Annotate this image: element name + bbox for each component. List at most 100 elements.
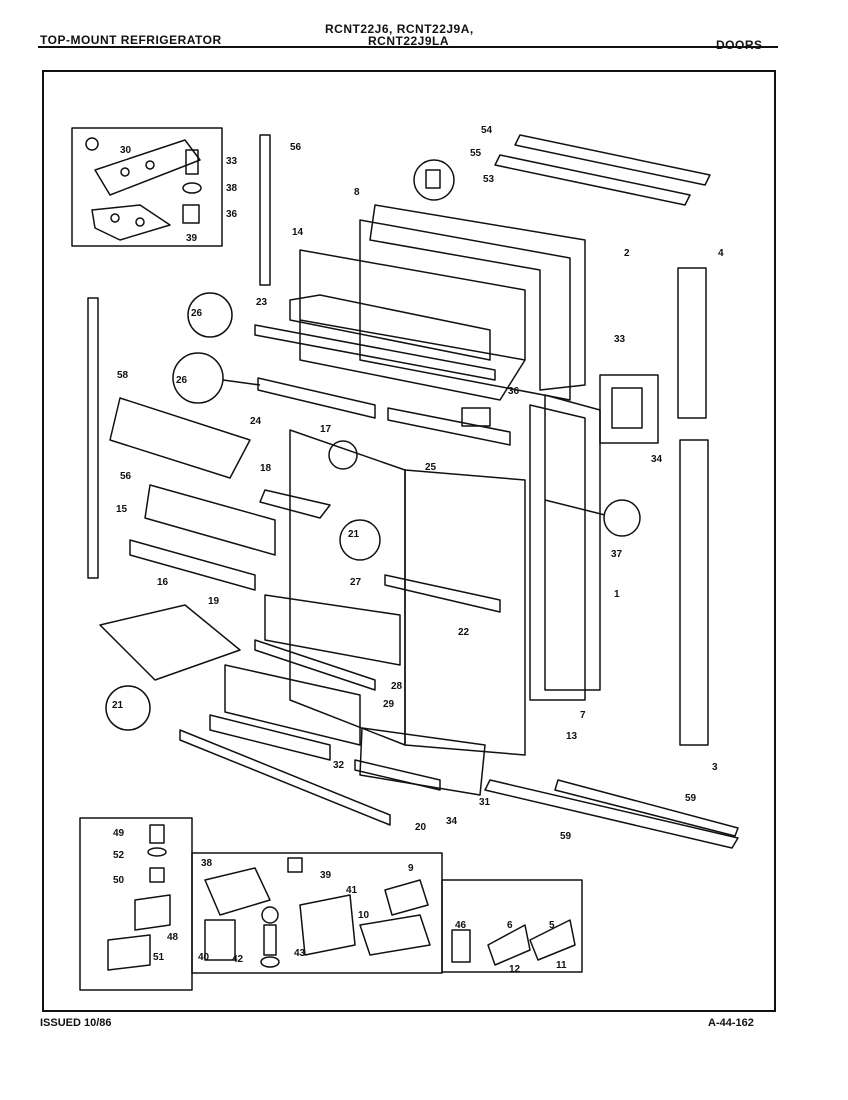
part-39 <box>182 204 200 224</box>
callout-label: 16 <box>157 577 169 588</box>
callout-labels: 30 33 38 36 39 56 54 55 53 8 14 2 4 23 2… <box>112 125 724 975</box>
callout-label: 27 <box>350 577 362 588</box>
part-23 <box>254 324 496 381</box>
callout-label: 2 <box>624 248 630 259</box>
hinge-parts-inset <box>71 127 223 247</box>
callout-label: 15 <box>116 504 128 515</box>
callout-label: 21 <box>348 529 360 540</box>
part-25 <box>387 407 511 446</box>
fresh-food-gasket <box>529 404 586 701</box>
callout-label: 37 <box>611 549 623 560</box>
callout-label: 49 <box>113 828 125 839</box>
part-29 <box>224 664 361 746</box>
callout-label: 9 <box>408 863 414 874</box>
part-43 <box>287 857 303 873</box>
part-18 <box>259 489 331 519</box>
callout-label: 38 <box>226 183 238 194</box>
callout-label: 4 <box>718 248 724 259</box>
callout-label: 33 <box>614 334 626 345</box>
part-56-b <box>494 154 691 206</box>
hinge-plate-upper <box>94 139 201 196</box>
callout-label: 26 <box>191 308 203 319</box>
callout-label: 24 <box>250 416 262 427</box>
header-rule <box>38 46 778 48</box>
freezer-shelf <box>289 294 491 361</box>
part-42 <box>204 867 271 916</box>
callout-label: 29 <box>383 699 395 710</box>
callout-label: 34 <box>446 816 458 827</box>
callout-label: 26 <box>176 375 188 386</box>
part-57 <box>259 134 271 286</box>
part-59-a <box>484 779 739 849</box>
part-31 <box>359 727 486 796</box>
callout-label: 6 <box>507 920 513 931</box>
callout-label: 21 <box>112 700 124 711</box>
handle-parts-inset <box>441 879 583 973</box>
callout-label: 11 <box>556 960 567 971</box>
page-code: A-44-162 <box>708 1017 754 1029</box>
callout-label: 10 <box>358 910 370 921</box>
part-15 <box>144 484 276 556</box>
part-21-detail-c <box>328 440 358 470</box>
callout-label: 23 <box>256 297 268 308</box>
callout-label: 39 <box>320 870 332 881</box>
callout-label: 53 <box>483 174 495 185</box>
callout-label: 33 <box>226 156 238 167</box>
part-24 <box>257 377 376 419</box>
freezer-liner <box>299 249 526 361</box>
callout-label: 50 <box>113 875 125 886</box>
callout-label: 34 <box>651 454 663 465</box>
callout-label: 56 <box>290 142 302 153</box>
callout-label: 59 <box>685 793 697 804</box>
part-46 <box>299 894 356 956</box>
callout-label: 56 <box>120 471 132 482</box>
part-21-detail-b <box>105 685 151 731</box>
part-34 <box>599 374 659 444</box>
callout-label: 32 <box>333 760 345 771</box>
callout-label: 39 <box>186 233 198 244</box>
hinge-hardware-inset <box>191 852 443 974</box>
part-10 <box>359 914 431 956</box>
model-numbers-line-1: RCNT22J6, RCNT22J9A, <box>325 22 474 36</box>
callout-label: 28 <box>391 681 403 692</box>
callout-label: 43 <box>294 948 306 959</box>
callout-label: 55 <box>470 148 482 159</box>
callout-label: 8 <box>354 187 360 198</box>
callout-label: 25 <box>425 462 437 473</box>
part-19 <box>99 604 241 681</box>
section-label: DOORS <box>716 38 763 52</box>
callout-label: 38 <box>201 858 213 869</box>
part-58 <box>87 297 99 579</box>
callout-label: 52 <box>113 850 125 861</box>
part-21-detail-a <box>339 519 381 561</box>
part-36-detail <box>603 499 641 537</box>
callout-label: 36 <box>226 209 238 220</box>
part-53 <box>107 934 151 971</box>
fresh-food-door-outer <box>544 394 601 691</box>
part-16 <box>129 539 256 591</box>
part-38 <box>185 149 199 175</box>
callout-label: 36 <box>508 386 520 397</box>
callout-label: 30 <box>120 145 132 156</box>
diagram-title: TOP-MOUNT REFRIGERATOR <box>40 33 222 47</box>
callout-label: 41 <box>346 885 358 896</box>
part-47-washer <box>261 906 279 924</box>
callout-label: 13 <box>566 731 578 742</box>
part-28 <box>254 639 376 691</box>
lower-hinge-inset <box>79 817 193 991</box>
diagram-frame <box>42 70 776 1012</box>
part-56-a <box>514 134 711 186</box>
part-26-detail-b <box>172 352 224 404</box>
callout-label: 31 <box>479 797 491 808</box>
part-49 <box>134 894 171 931</box>
callout-label: 54 <box>481 125 493 136</box>
part-55-detail <box>413 159 455 201</box>
fresh-food-liner <box>404 469 526 756</box>
callout-label: 48 <box>167 932 179 943</box>
part-26-detail-a <box>187 292 233 338</box>
freezer-gasket <box>359 219 571 401</box>
callout-label: 58 <box>117 370 129 381</box>
model-numbers-line-2: RCNT22J9LA <box>368 34 450 48</box>
callout-label: 51 <box>153 952 165 963</box>
